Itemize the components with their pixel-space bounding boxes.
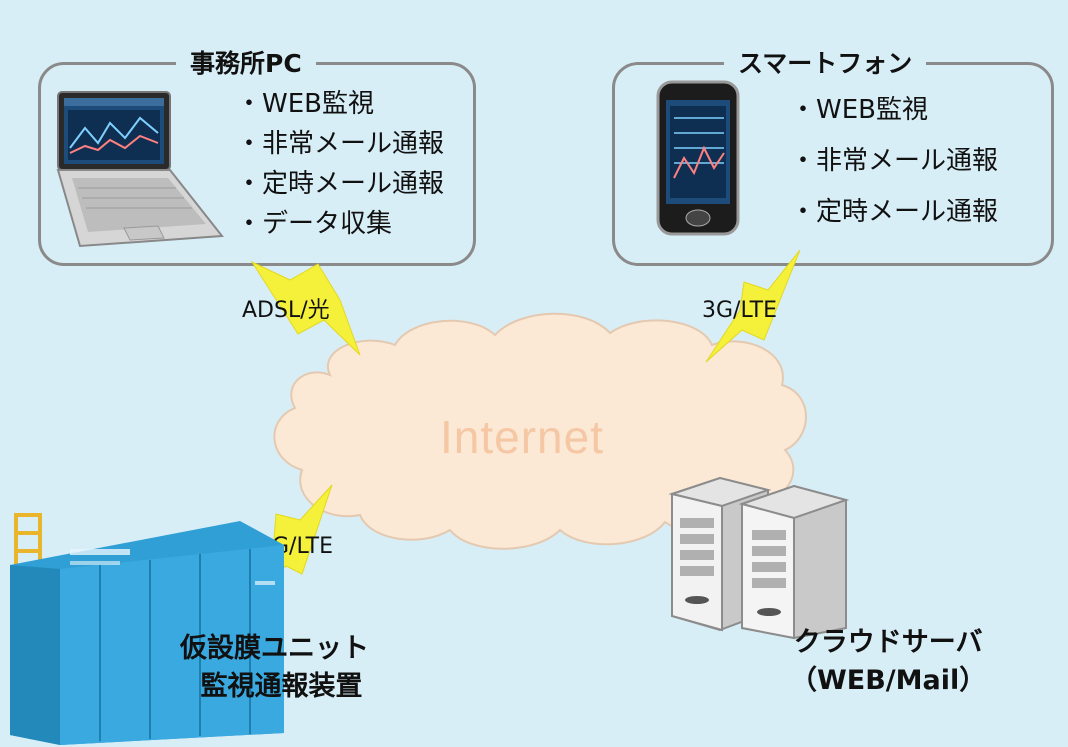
office-pc-features: ・WEB監視 ・非常メール通報 ・定時メール通報 ・データ収集 [236,84,444,244]
cloud-server-label: クラウドサーバ （WEB/Mail） [790,624,986,700]
feature-item: ・WEB監視 [790,95,928,125]
feature-item: ・定時メール通報 [790,197,999,227]
smartphone-features: ・WEB監視 ・非常メール通報 ・定時メール通報 [790,85,998,238]
membrane-unit-image [10,513,284,745]
server-icon [668,476,850,640]
smartphone-title: スマートフォン [724,44,927,80]
smartphone-connection-label: 3G/LTE [702,298,778,323]
pc-connection-label: ADSL/光 [242,298,330,323]
feature-item: ・定時メール通報 [236,169,445,199]
feature-item: ・非常メール通報 [236,129,445,159]
office-pc-title: 事務所PC [176,44,316,80]
membrane-unit-label-line1: 仮設膜ユニット [180,633,369,664]
cloud-server-label-line1: クラウドサーバ [793,627,983,658]
membrane-unit-label: 仮設膜ユニット 監視通報装置 [180,630,369,706]
membrane-unit-label-line2: 監視通報装置 [200,671,363,702]
internet-label: Internet [440,411,604,463]
cloud-server-label-line2: （WEB/Mail） [790,665,987,696]
feature-item: ・WEB監視 [236,89,374,119]
laptop-icon [56,91,224,248]
smartphone-icon [656,80,740,236]
feature-item: ・データ収集 [236,209,393,239]
feature-item: ・非常メール通報 [790,146,999,176]
